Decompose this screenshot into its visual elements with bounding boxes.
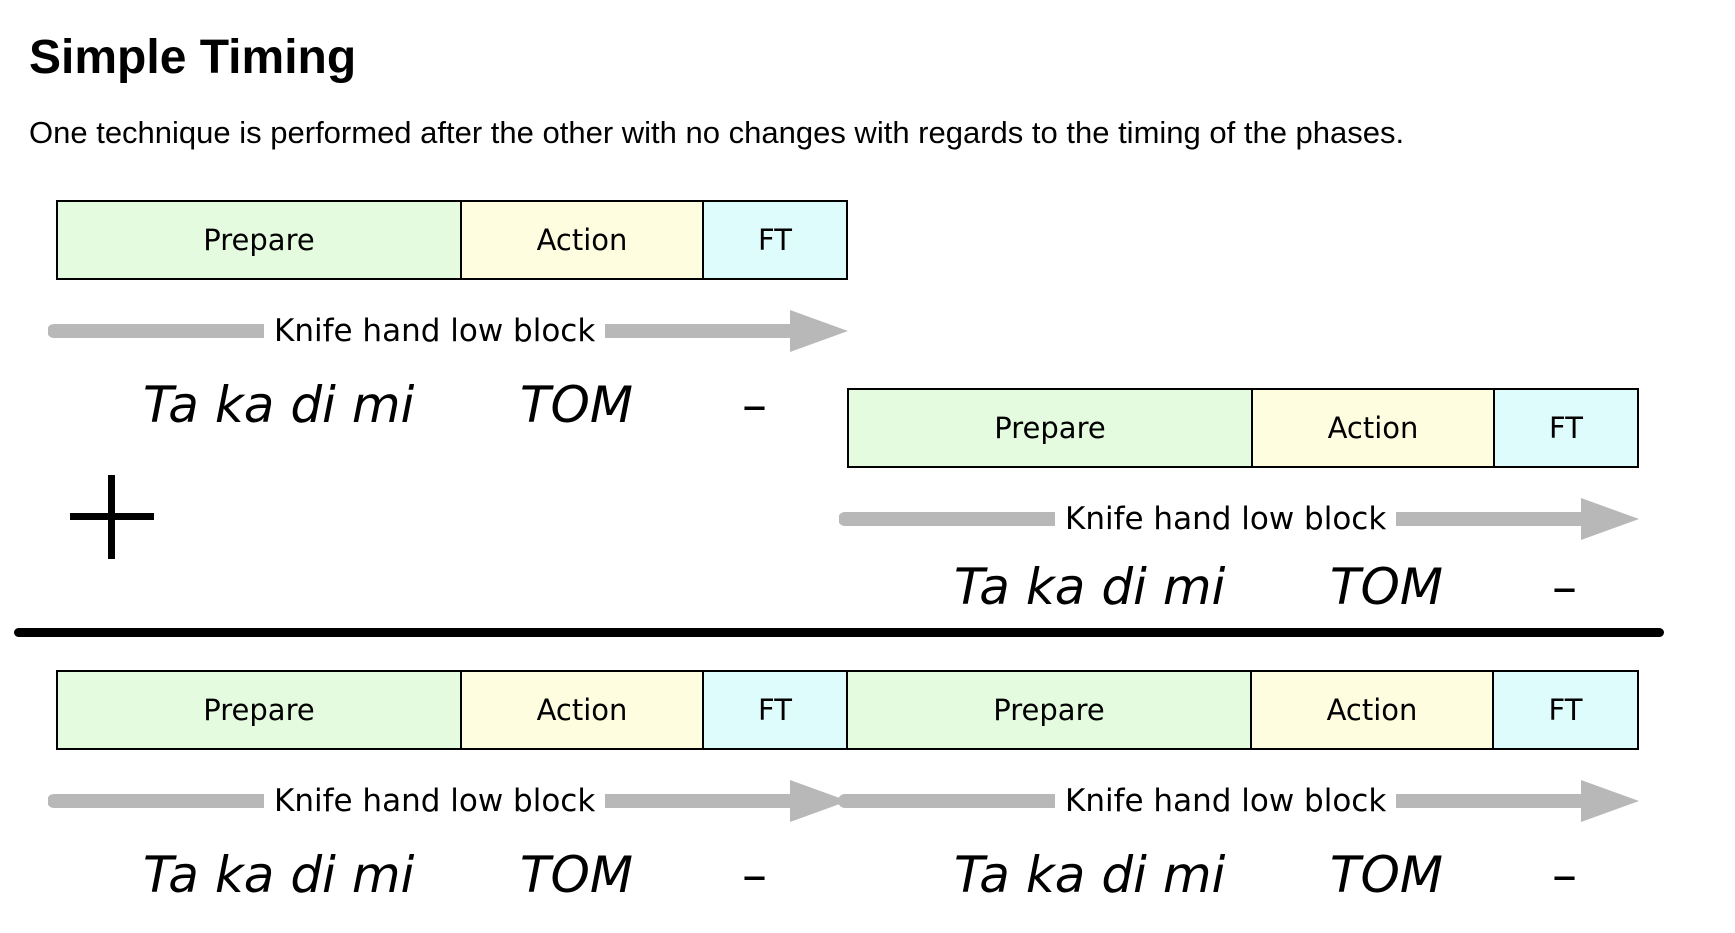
syllable-dash: –: [742, 846, 767, 904]
phase-bar: Prepare Action FT: [56, 670, 848, 750]
phase-bar: Prepare Action FT: [847, 388, 1639, 468]
syllable-dash: –: [1552, 846, 1577, 904]
syllable-dash: –: [1552, 558, 1577, 616]
page-description: One technique is performed after the oth…: [29, 115, 1405, 150]
syllable-tom: TOM: [1330, 846, 1444, 904]
syllable-tom: TOM: [520, 376, 634, 434]
syllable-taka: Ta ka di mi: [954, 846, 1226, 904]
technique-label: Knife hand low block: [264, 778, 606, 824]
technique-label: Knife hand low block: [1055, 778, 1397, 824]
syllable-taka: Ta ka di mi: [143, 846, 415, 904]
syllable-dash: –: [742, 376, 767, 434]
phase-action: Action: [1250, 672, 1492, 748]
syllable-tom: TOM: [520, 846, 634, 904]
syllable-taka: Ta ka di mi: [143, 376, 415, 434]
technique-label: Knife hand low block: [1055, 496, 1397, 542]
phase-bar: Prepare Action FT: [846, 670, 1639, 750]
phase-ft: FT: [702, 672, 846, 748]
phase-action: Action: [1251, 390, 1493, 466]
syllable-taka: Ta ka di mi: [954, 558, 1226, 616]
phase-ft: FT: [1492, 672, 1637, 748]
phase-prepare: Prepare: [58, 202, 460, 278]
phase-prepare: Prepare: [849, 390, 1251, 466]
phase-ft: FT: [1493, 390, 1637, 466]
divider-line: [14, 628, 1664, 637]
page-title: Simple Timing: [29, 31, 357, 84]
phase-bar: Prepare Action FT: [56, 200, 848, 280]
technique-label: Knife hand low block: [264, 308, 606, 354]
phase-action: Action: [460, 202, 702, 278]
phase-action: Action: [460, 672, 702, 748]
phase-ft: FT: [702, 202, 846, 278]
syllable-tom: TOM: [1330, 558, 1444, 616]
phase-prepare: Prepare: [58, 672, 460, 748]
phase-prepare: Prepare: [848, 672, 1250, 748]
plus-icon: [70, 475, 154, 559]
